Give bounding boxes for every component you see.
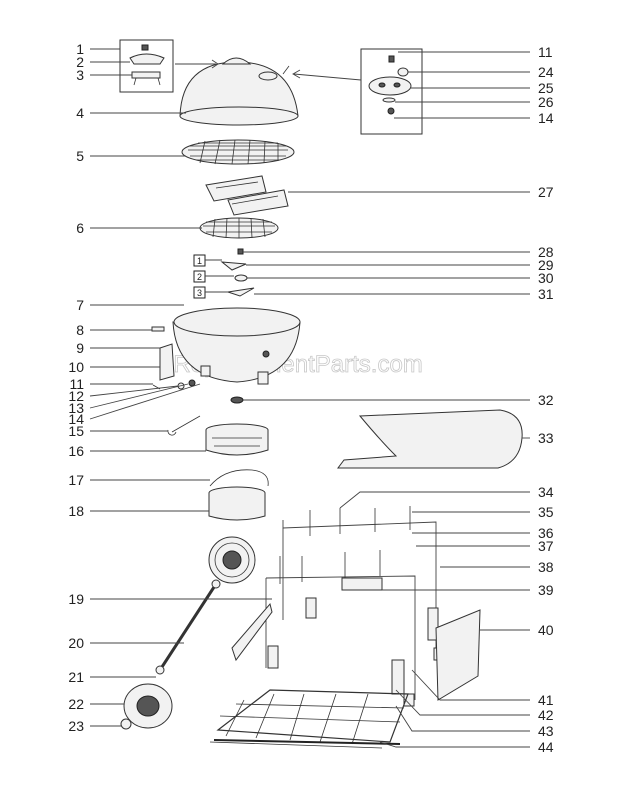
callout-label: 44 <box>538 739 554 755</box>
callout-label: 6 <box>76 220 84 236</box>
callout-label: 14 <box>538 110 554 126</box>
ash-catcher-assembly <box>205 423 269 521</box>
callout-label: 11 <box>538 44 553 60</box>
callout-label: 2 <box>76 54 84 70</box>
charcoal-baskets <box>205 175 289 216</box>
bottom-wire-shelf <box>209 689 409 749</box>
svg-text:3: 3 <box>197 288 202 298</box>
grill-lid <box>179 57 299 126</box>
callout-label: 43 <box>538 723 554 739</box>
callout-label: 28 <box>538 244 554 260</box>
callout-label: 30 <box>538 270 554 286</box>
callout-label: 37 <box>538 538 554 554</box>
cooking-grate <box>181 139 295 165</box>
callout-label: 26 <box>538 94 554 110</box>
callout-label: 17 <box>68 472 84 488</box>
callout-label: 8 <box>76 322 84 338</box>
callout-label: 36 <box>538 525 554 541</box>
svg-text:1: 1 <box>197 256 202 266</box>
cart-frame <box>231 506 445 707</box>
lid-vent-inset <box>360 48 423 135</box>
callout-label: 33 <box>538 430 554 446</box>
callout-label: 25 <box>538 80 554 96</box>
callout-label: 14 <box>68 411 84 427</box>
callout-label: 13 <box>68 400 84 416</box>
callout-label: 35 <box>538 504 554 520</box>
callout-label: 41 <box>538 692 554 708</box>
callout-label: 9 <box>76 340 84 356</box>
boxed-marker-2: 2 <box>193 270 206 283</box>
callout-label: 10 <box>68 359 84 375</box>
callout-label: 34 <box>538 484 554 500</box>
callout-label: 23 <box>68 718 84 734</box>
grill-bowl <box>159 307 301 385</box>
side-table <box>337 409 523 469</box>
boxed-marker-3: 3 <box>193 286 206 299</box>
svg-text:2: 2 <box>197 272 202 282</box>
callout-label: 42 <box>538 707 554 723</box>
callout-label: 16 <box>68 443 84 459</box>
callout-label: 39 <box>538 582 554 598</box>
lid-handle-inset <box>119 39 174 93</box>
callout-label: 20 <box>68 635 84 651</box>
boxed-marker-1: 1 <box>193 254 206 267</box>
callout-label: 24 <box>538 64 554 80</box>
callout-label: 18 <box>68 503 84 519</box>
callout-label: 19 <box>68 591 84 607</box>
callout-label: 38 <box>538 559 554 575</box>
callout-label: 7 <box>76 297 84 313</box>
ash-damper-plate <box>230 396 244 404</box>
leader-lines <box>89 48 530 748</box>
callout-label: 40 <box>538 622 554 638</box>
callout-label: 21 <box>68 669 84 685</box>
callout-label: 29 <box>538 257 554 273</box>
callout-label: 3 <box>76 67 84 83</box>
callout-label: 5 <box>76 148 84 164</box>
callout-label: 4 <box>76 105 84 121</box>
callout-label: 27 <box>538 184 554 200</box>
axle-and-wheel <box>120 579 221 730</box>
callout-label: 11 <box>69 376 84 392</box>
callout-label: 12 <box>68 388 84 404</box>
callout-label: 32 <box>538 392 554 408</box>
upper-wheel <box>208 536 256 584</box>
callout-label: 22 <box>68 696 84 712</box>
side-panel <box>435 609 481 701</box>
charcoal-grate <box>199 217 279 239</box>
callouts-left: 1 2 3 4 5 6 7 8 9 10 11 12 13 14 15 16 1… <box>68 41 84 734</box>
ash-damper-parts <box>220 248 255 297</box>
callout-label: 31 <box>538 286 554 302</box>
callouts-right: 11 24 25 26 14 27 28 29 30 31 32 33 34 3… <box>538 44 554 755</box>
callout-label: 1 <box>76 41 84 57</box>
callout-label: 15 <box>68 423 84 439</box>
